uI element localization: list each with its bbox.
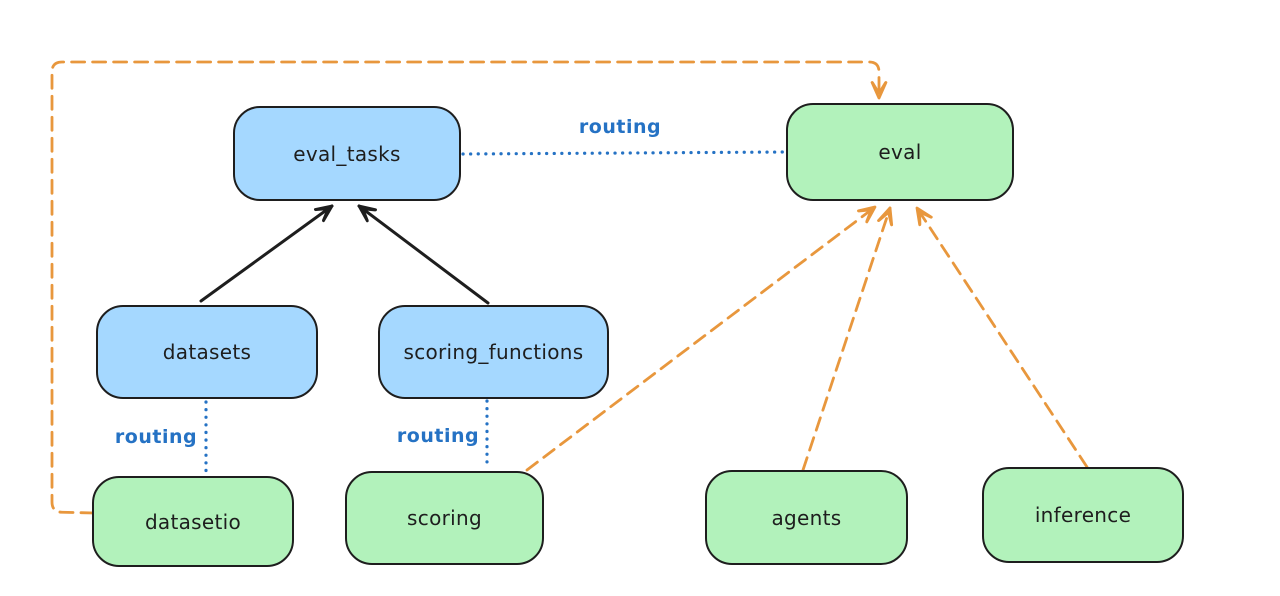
node-eval: eval xyxy=(786,103,1014,201)
node-scoring-label: scoring xyxy=(407,506,482,530)
node-scoring: scoring xyxy=(345,471,544,565)
edge-inference-to-eval-arrowhead-sketch xyxy=(918,210,932,226)
node-datasetio-label: datasetio xyxy=(144,509,242,534)
node-scoring-functions-label: scoring_functions xyxy=(403,340,584,364)
edge-datasetio-to-eval-loop-arrowhead-sketch xyxy=(871,81,887,95)
node-eval-tasks: eval_tasks xyxy=(233,106,461,201)
node-eval-tasks-label: eval_tasks xyxy=(293,141,401,166)
node-datasets-label: datasets xyxy=(162,340,252,364)
node-inference-label: inference xyxy=(1034,503,1132,527)
node-datasets: datasets xyxy=(96,305,318,399)
edge-agents-to-eval-arrowhead-sketch xyxy=(878,211,893,226)
node-eval-label: eval xyxy=(878,140,922,164)
edge-datasets-to-eval-tasks-arrowhead-sketch xyxy=(314,207,330,222)
node-datasetio: datasetio xyxy=(92,476,294,567)
routing-label-datasets-datasetio: routing xyxy=(114,426,198,448)
edge-inference-to-eval xyxy=(915,206,1089,469)
edge-datasets-to-eval-tasks xyxy=(199,204,334,303)
edge-eval-tasks-to-eval-routing xyxy=(461,150,787,156)
node-inference: inference xyxy=(982,467,1184,563)
node-agents-label: agents xyxy=(771,505,842,530)
edge-scoring-functions-to-eval-tasks xyxy=(357,204,490,305)
edge-scoring-functions-to-eval-tasks-arrowhead-sketch xyxy=(361,207,377,222)
routing-label-scoring-functions-scoring: routing xyxy=(396,425,480,447)
edge-agents-to-eval xyxy=(801,206,892,472)
edge-scoring-to-eval-arrowhead-sketch xyxy=(857,208,873,223)
routing-label-eval-tasks-eval: routing xyxy=(578,116,662,138)
node-agents: agents xyxy=(705,470,908,565)
edge-datasetio-to-eval-loop xyxy=(50,60,881,515)
node-scoring-functions: scoring_functions xyxy=(378,305,609,399)
edge-scoring-to-eval xyxy=(525,205,877,472)
